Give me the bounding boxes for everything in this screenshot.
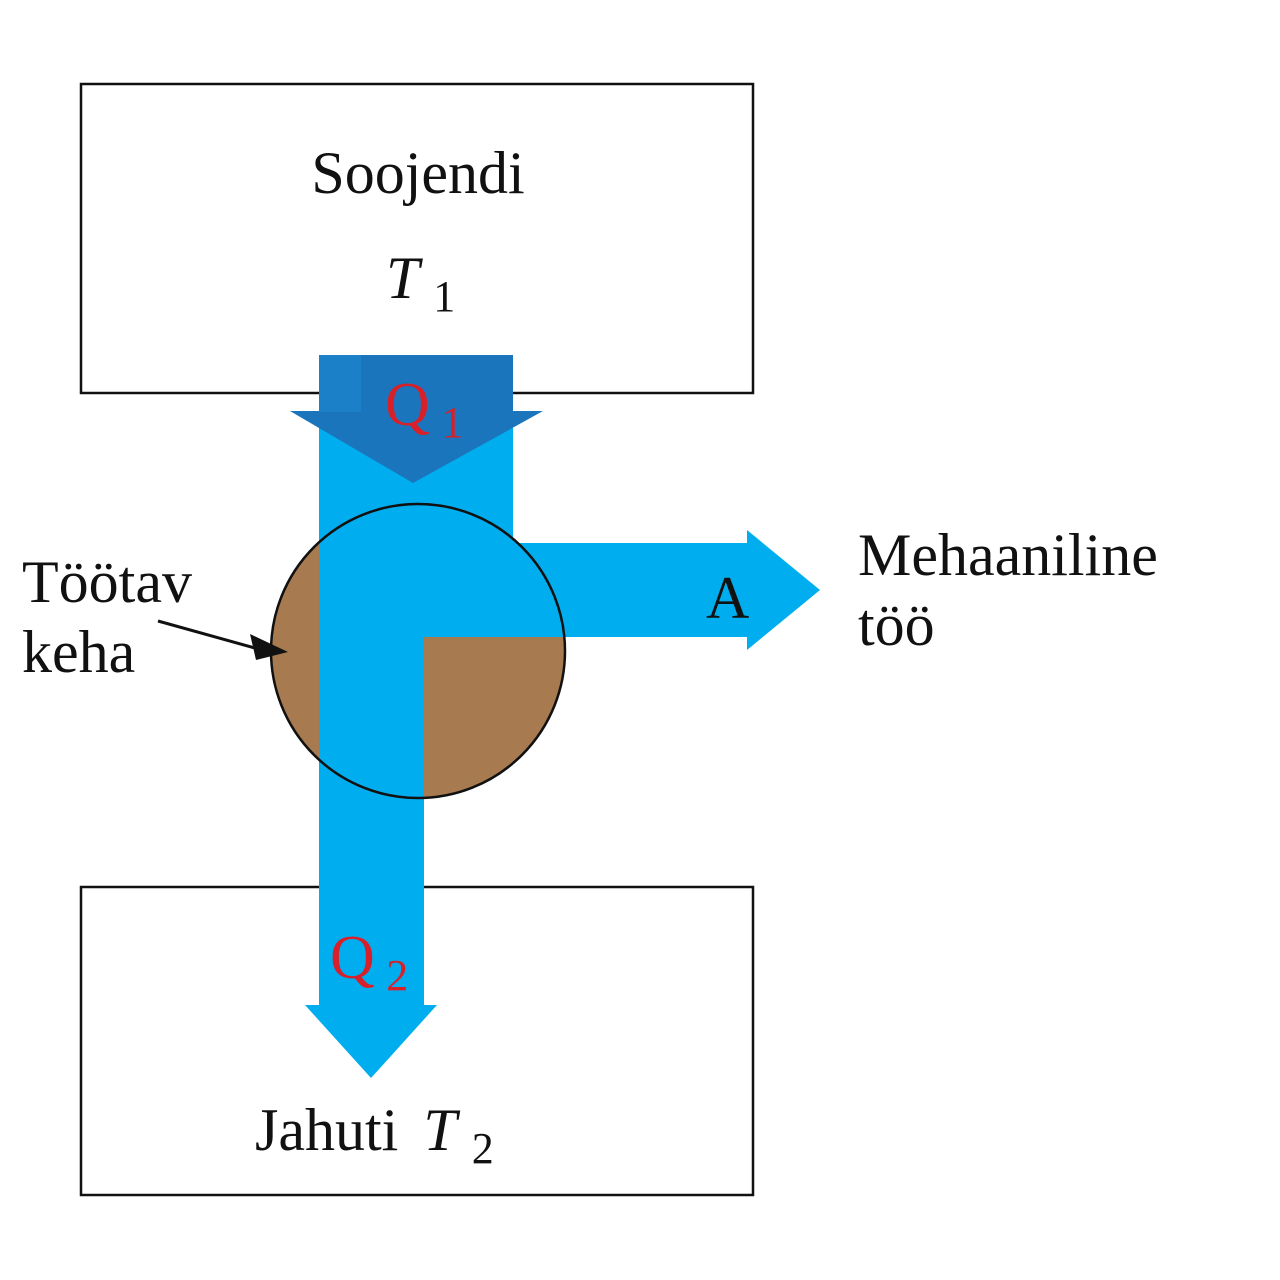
heat-out-symbol: Q bbox=[330, 924, 375, 992]
heat-in-symbol: Q bbox=[385, 371, 430, 439]
heat-out-arrow bbox=[305, 1005, 437, 1078]
heat-in-arrow bbox=[290, 355, 543, 483]
cooler-label: Jahuti T 2 bbox=[255, 1097, 494, 1173]
working-body bbox=[269, 502, 567, 800]
heater-temp: T 1 bbox=[386, 245, 455, 321]
working-body-label-line2: keha bbox=[22, 619, 135, 685]
work-label-line1: Mehaaniline bbox=[858, 522, 1158, 588]
heat-in-label: Q 1 bbox=[385, 371, 463, 447]
heat-in-subscript: 1 bbox=[441, 398, 463, 447]
heater-box bbox=[79, 82, 755, 395]
cooler-temp-symbol: T bbox=[423, 1097, 460, 1163]
work-symbol: A bbox=[706, 565, 749, 631]
cooler-temp-subscript: 2 bbox=[472, 1124, 494, 1173]
heater-label: Soojendi bbox=[311, 140, 524, 206]
working-body-label-line1: Töötav bbox=[22, 549, 192, 615]
heat-out-subscript: 2 bbox=[386, 951, 408, 1000]
heater-temp-subscript: 1 bbox=[433, 272, 455, 321]
heater-temp-symbol: T bbox=[386, 245, 423, 311]
work-arrow bbox=[747, 530, 820, 650]
heat-out-label: Q 2 bbox=[330, 924, 408, 1000]
working-body-pointer bbox=[157, 619, 288, 660]
cooler-name: Jahuti bbox=[255, 1097, 398, 1163]
work-label-line2: töö bbox=[858, 592, 935, 658]
